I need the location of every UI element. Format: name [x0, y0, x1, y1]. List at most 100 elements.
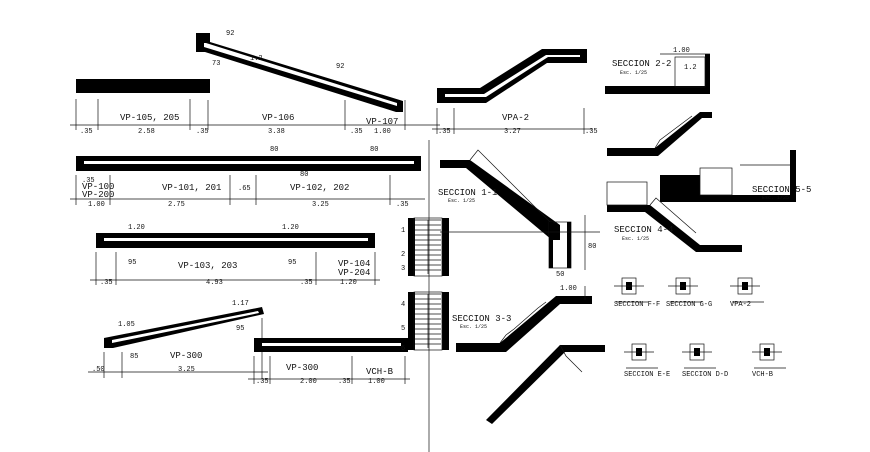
vp105-dim-3: .35	[196, 128, 209, 136]
stair-label-2: 2	[401, 251, 405, 259]
section-4-4: SECCION 4-4 Esc. 1/25	[606, 181, 742, 252]
vp107-title: VP-107	[366, 117, 398, 127]
vp102-tag-1: 80	[300, 171, 308, 179]
beam-vp107: VP-107 1.00	[366, 100, 406, 136]
sec11-dim-1: 50	[556, 271, 564, 279]
vp300b-dim-3: .35	[338, 378, 351, 386]
column-sections: SECCION F-F SECCION G-G VPA-2 SECCION E-…	[614, 277, 786, 379]
stair-label-5: 5	[401, 325, 405, 333]
stair-label-6: 6	[401, 345, 405, 353]
vp105-dim-2: 2.58	[138, 128, 155, 136]
beam-vp103-104: 1.20 95 1.20 95 VP-103, 203 .35 4.93 .35…	[90, 224, 380, 287]
vp102-title: VP-102, 202	[290, 183, 349, 193]
vp106-tag-4: 92	[336, 63, 344, 71]
sec33-title: SECCION 3-3	[452, 314, 511, 324]
vp106-tag-3: 73	[212, 60, 220, 68]
vp300b-dim-1: .35	[256, 378, 269, 386]
beam-vpa2: VPA-2 .35 3.27 .35	[432, 49, 598, 136]
vp102-dim-1: 3.25	[312, 201, 329, 209]
vp106-dim-1: 3.38	[268, 128, 285, 136]
secEE-title: SECCION E-E	[624, 371, 670, 379]
section-1-1: SECCION 1-1 Esc. 1/25 50 80	[438, 149, 600, 279]
vchb-dim-1: 1.00	[368, 378, 385, 386]
vp103-tag-1: 1.20	[128, 224, 145, 232]
vp103-tag-4: 95	[288, 259, 296, 267]
sec22-dim-1: 1.00	[673, 47, 690, 55]
sec22-scale: Esc. 1/25	[620, 70, 647, 76]
vp100-dim-1: .35	[82, 177, 95, 185]
vpa2-dim-1: .35	[438, 128, 451, 136]
sec55-title: SECCION 5-5	[752, 185, 811, 195]
vp105-title: VP-105, 205	[120, 113, 179, 123]
vp300a-dim-2: 3.25	[178, 366, 195, 374]
vp104-dim-1: 1.20	[340, 279, 357, 287]
stair-label-3: 3	[401, 265, 405, 273]
vp103-title: VP-103, 203	[178, 261, 237, 271]
vp101-tag-2: 80	[370, 146, 378, 154]
sec55-scale: Esc. 1/25	[762, 195, 789, 201]
beam-vp300-sloped: 1.05 1.17 85 95 VP-300 .50 3.25	[88, 300, 268, 378]
sec44-title: SECCION 4-4	[614, 225, 673, 235]
sec11-title: SECCION 1-1	[438, 188, 497, 198]
vp300a-tag-4: 95	[236, 325, 244, 333]
stair-label-1: 1	[401, 227, 405, 235]
beam-vp300-vchb: VP-300 .35 2.00 .35 VCH-B 1.00	[248, 338, 410, 386]
vp300a-dim-1: .50	[92, 366, 105, 374]
vp101-dim-1: 2.75	[168, 201, 185, 209]
vp101-tag-1: 80	[270, 146, 278, 154]
secGG-title: SECCION G-G	[666, 301, 712, 309]
secDD-title: SECCION D-D	[682, 371, 728, 379]
stair-plan: 1 2 3 4 5 6	[401, 217, 449, 353]
vp104-title2: VP-204	[338, 268, 370, 278]
vp100-title2: VP-200	[82, 190, 114, 200]
section-detail-mid	[607, 112, 712, 156]
secFF-title: SECCION F-F	[614, 301, 660, 309]
vp106-title: VP-106	[262, 113, 294, 123]
vp106-tag-1: 92	[226, 30, 234, 38]
vp105-dim-1: .35	[80, 128, 93, 136]
vp300a-tag-1: 1.05	[118, 321, 135, 329]
vp104-title: VP-104	[338, 259, 370, 269]
sec11-scale: Esc. 1/25	[448, 198, 475, 204]
vp103-dim-2: 4.93	[206, 279, 223, 287]
secVPA2-title: VPA-2	[730, 301, 751, 309]
vp300a-title: VP-300	[170, 351, 202, 361]
vp300a-tag-3: 85	[130, 353, 138, 361]
vp102-dim-2: .35	[396, 201, 409, 209]
vp300a-tag-2: 1.17	[232, 300, 249, 308]
vpa2-dim-2: 3.27	[504, 128, 521, 136]
vp103-dim-3: .35	[300, 279, 313, 287]
sec22-dim-2: 1.2	[684, 64, 697, 72]
vp101-title: VP-101, 201	[162, 183, 221, 193]
sec22-title: SECCION 2-2	[612, 59, 671, 69]
section-2-2: SECCION 2-2 Esc. 1/25 1.00 1.2	[605, 47, 710, 94]
vp103-tag-3: 1.20	[282, 224, 299, 232]
vp300b-title: VP-300	[286, 363, 318, 373]
vp100-dim-2: 1.00	[88, 201, 105, 209]
sec33-dim-1: 1.00	[560, 285, 577, 293]
beam-vp100-102: VP-100 VP-200 .35 1.00 80 80 VP-101, 201…	[70, 146, 425, 209]
vchb-title: VCH-B	[366, 367, 394, 377]
beam-vp105: VP-105, 205 .35 2.58 .35	[70, 79, 440, 136]
vp100-title: VP-100	[82, 182, 114, 192]
section-lower-stair	[486, 344, 605, 424]
vpa2-title: VPA-2	[502, 113, 529, 123]
sec33-scale: Esc. 1/25	[460, 324, 487, 330]
sec44-scale: Esc. 1/25	[622, 236, 649, 242]
vp103-tag-2: 95	[128, 259, 136, 267]
vp106-tag-2: 1.2	[250, 55, 263, 63]
vp107-dim-1: 1.00	[374, 128, 391, 136]
section-5-5: SECCION 5-5 Esc. 1/25	[660, 150, 811, 202]
secVCHB-title: VCH-B	[752, 371, 773, 379]
beam-vp106: 92 1.2 73 92 VP-106 3.38 .35	[196, 30, 403, 136]
vp300b-dim-2: 2.00	[300, 378, 317, 386]
vp103-dim-1: .35	[100, 279, 113, 287]
sec11-dim-2: 80	[588, 243, 596, 251]
vpa2-dim-3: .35	[585, 128, 598, 136]
section-3-3: SECCION 3-3 Esc. 1/25 1.00	[452, 285, 592, 352]
vp106-dim-2: .35	[350, 128, 363, 136]
vp101-dim-2: .65	[238, 185, 251, 193]
stair-label-4: 4	[401, 301, 405, 309]
